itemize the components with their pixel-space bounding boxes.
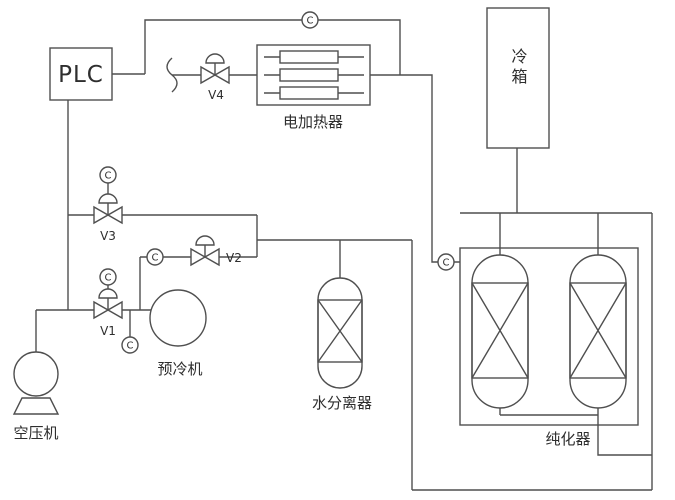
valve-v2: V2 <box>190 235 242 267</box>
air-compressor: 空压机 <box>12 351 60 442</box>
pipe-top-signal <box>144 19 401 75</box>
sensor-bubble-purifier-inlet: C <box>437 253 455 271</box>
valve-body <box>93 300 123 320</box>
water-separator: 水分离器 <box>312 277 372 412</box>
purifier-label: 纯化器 <box>545 430 590 448</box>
sensor-bubble-v1: C <box>99 268 117 286</box>
valve-body <box>93 205 123 225</box>
valve-v4-label: V4 <box>208 88 224 102</box>
valve-v1-label: V1 <box>100 324 116 338</box>
valve-v2-label: V2 <box>226 251 242 265</box>
valve-body <box>190 247 220 267</box>
sensor-letter: C <box>307 16 314 27</box>
plc-box: PLC <box>49 47 113 101</box>
pipe-heater-outlet <box>370 74 460 263</box>
sensor-letter: C <box>105 273 112 284</box>
sensor-bubble-top: C <box>301 11 319 29</box>
separator-label: 水分离器 <box>312 394 372 412</box>
pipe-purifier-outlet <box>597 415 652 456</box>
valve-actuator-dome <box>195 235 215 246</box>
separator-packing-x <box>317 299 363 363</box>
purifier-outline <box>459 247 639 426</box>
compressor-outline <box>13 351 59 397</box>
valve-v3-label: V3 <box>100 229 116 243</box>
plc-outline <box>49 47 113 101</box>
valve-actuator-dome <box>98 193 118 204</box>
precooler-label: 预冷机 <box>157 360 202 378</box>
heater-element <box>264 86 364 100</box>
separator-outline <box>317 277 363 389</box>
sensor-letter: C <box>105 171 112 182</box>
purifier-vessel-a <box>471 254 529 409</box>
valve-body <box>200 65 230 85</box>
purifier-vessel-b <box>569 254 627 409</box>
sensor-letter: C <box>443 258 450 269</box>
pipes <box>35 19 653 491</box>
electric-heater: 电加热器 <box>256 44 371 131</box>
valve-v4: V4 <box>200 53 230 102</box>
compressor-base <box>12 397 60 415</box>
precooler-outline <box>149 289 207 347</box>
sensor-bubble-precooler: C <box>121 336 139 354</box>
valve-v1: V1 <box>93 288 123 338</box>
separator-packing-box <box>317 299 363 363</box>
heater-element <box>264 68 364 82</box>
heater-label: 电加热器 <box>283 113 343 131</box>
sensor-bubble-v2: C <box>146 248 164 266</box>
cold-box-label: 冷箱 <box>509 48 528 88</box>
sensor-letter: C <box>152 253 159 264</box>
purifier: 纯化器 <box>459 247 639 448</box>
compressor-label: 空压机 <box>13 424 58 442</box>
valve-actuator-dome <box>98 288 118 299</box>
heater-element <box>264 50 364 64</box>
cold-box: 冷箱 <box>486 7 550 149</box>
sensor-letter: C <box>127 341 134 352</box>
plc-label: PLC <box>58 62 104 88</box>
cold-box-outline <box>486 7 550 149</box>
heater-outline <box>256 44 371 106</box>
precooler: 预冷机 <box>149 289 207 378</box>
valve-actuator-dome <box>205 53 225 64</box>
sensor-bubble-v3: C <box>99 166 117 184</box>
valve-v3: V3 <box>93 193 123 243</box>
